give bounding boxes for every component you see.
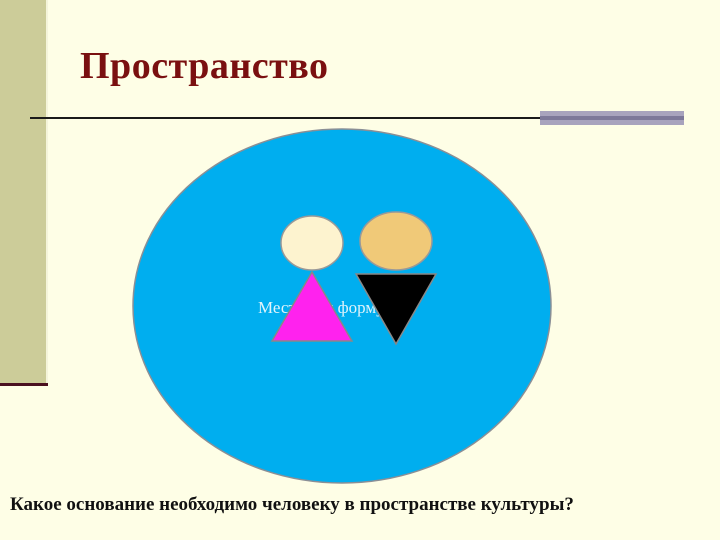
left-bar-underline bbox=[0, 383, 48, 386]
slide-question: Какое основание необходимо человеку в пр… bbox=[10, 494, 574, 515]
slide-title: Пространство bbox=[80, 45, 329, 87]
right-person-head bbox=[359, 211, 433, 271]
left-bar-edge bbox=[46, 0, 48, 386]
left-person-body-triangle bbox=[270, 270, 354, 342]
right-person-body-triangle bbox=[354, 273, 438, 346]
title-rule-accent-stripe bbox=[540, 116, 684, 120]
space-circle bbox=[132, 128, 552, 484]
left-person-head bbox=[280, 215, 344, 271]
left-decorative-bar bbox=[0, 0, 46, 383]
title-rule bbox=[30, 117, 540, 119]
